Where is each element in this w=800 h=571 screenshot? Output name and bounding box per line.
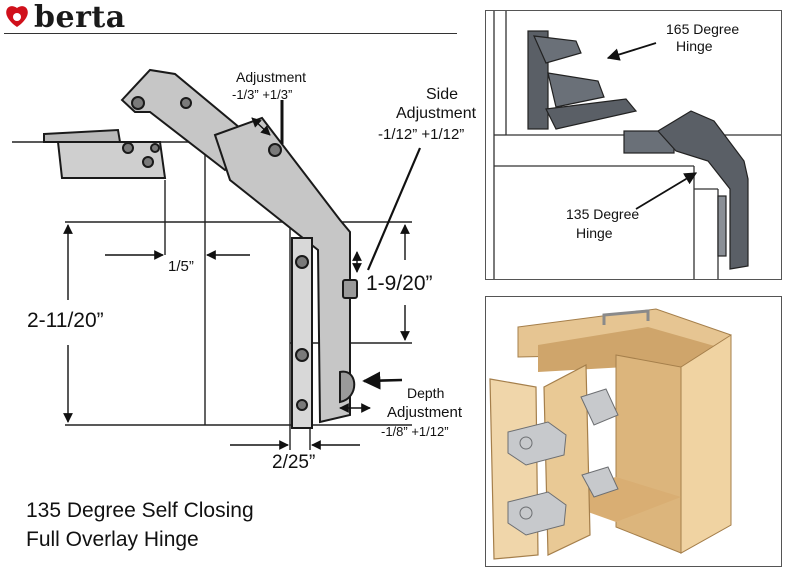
label-135-degree-1: 135 Degree bbox=[566, 206, 640, 222]
corner-cabinet-illustration bbox=[489, 308, 732, 560]
inset-hinge-angles: 165 Degree Hinge 135 Degree Hinge bbox=[485, 10, 782, 280]
side-adjustment-range: -1/12” +1/12” bbox=[378, 126, 465, 143]
hinge-body bbox=[43, 68, 358, 429]
dimension-arrows bbox=[63, 100, 422, 450]
label-165-degree-2: Hinge bbox=[676, 38, 713, 54]
product-title-line-1: 135 Degree Self Closing bbox=[26, 499, 254, 522]
label-135-degree-2: Hinge bbox=[576, 225, 613, 241]
dimension-2-25: 2/25” bbox=[272, 452, 316, 473]
side-adjustment-title-1: Side bbox=[426, 86, 459, 103]
dimension-1-5: 1/5” bbox=[168, 258, 194, 275]
side-adjustment-title-2: Adjustment bbox=[396, 105, 477, 122]
inset-hinge-drawing bbox=[493, 11, 781, 279]
berta-logo-icon bbox=[6, 6, 28, 27]
product-title-line-2: Full Overlay Hinge bbox=[26, 528, 199, 551]
adjustment-range: -1/3” +1/3” bbox=[232, 87, 293, 102]
brand-logo: berta bbox=[4, 0, 126, 35]
product-title: 135 Degree Self Closing Full Overlay Hin… bbox=[26, 496, 254, 554]
dimension-1-9-20: 1-9/20” bbox=[366, 272, 433, 295]
brand-name: berta bbox=[34, 0, 126, 35]
header-rule bbox=[4, 33, 457, 34]
adjustment-title: Adjustment bbox=[236, 69, 307, 85]
depth-adjustment-range: -1/8” +1/12” bbox=[381, 424, 449, 439]
inset-cabinet-photo bbox=[485, 296, 782, 567]
depth-adjustment-title-1: Depth bbox=[407, 385, 445, 401]
dimension-2-11-20: 2-11/20” bbox=[27, 309, 104, 332]
depth-adjustment-title-2: Adjustment bbox=[387, 404, 463, 421]
label-165-degree-1: 165 Degree bbox=[666, 21, 740, 37]
